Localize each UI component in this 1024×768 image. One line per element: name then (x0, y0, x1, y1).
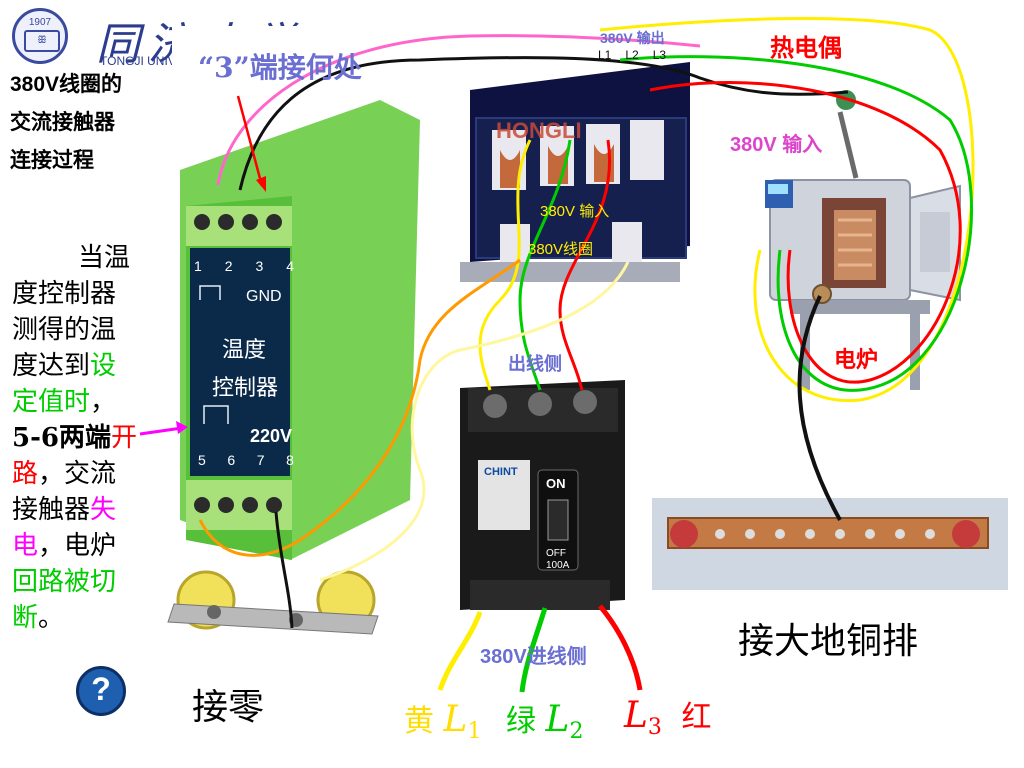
help-icon: ? (91, 671, 111, 707)
para-seg: 设 (90, 351, 117, 381)
phase-letter: L (545, 699, 570, 740)
sidebar-title-line: 380V线圈的 (10, 73, 123, 96)
contactor-terminals: L1 L2 L3 (598, 48, 666, 62)
seal-year: 1907 (28, 17, 52, 28)
help-button[interactable]: ? (76, 666, 126, 716)
phase-l3: L3 红 (624, 692, 711, 740)
breaker-brand: CHINT (484, 466, 518, 478)
furnace-illustration (765, 90, 961, 390)
para-seg: ， (90, 387, 117, 417)
terminal-label: L3 (652, 48, 667, 62)
controller-terminal-bottom: 5 6 7 8 (198, 452, 294, 468)
sidebar-paragraph: 当温 度控制器 测得的温 度达到设 定值时， 5-6两端开 路，交流 接触器失 … (12, 240, 162, 636)
contactor-coil-label: 380V线圈 (528, 241, 594, 258)
phase-sub: 2 (569, 719, 584, 744)
contactor-input-label: 380V 输入 (540, 203, 610, 220)
para-line: 路，交流 (12, 456, 162, 492)
neutral-bar-illustration (167, 570, 379, 635)
para-seg: 回路被切 (12, 567, 117, 597)
controller-gnd-label: GND (246, 288, 282, 305)
phase-letter: L (443, 699, 468, 740)
thermocouple-label: 热电偶 (770, 35, 842, 62)
neutral-label: 接零 (192, 687, 265, 728)
para-seg: 当温 (78, 243, 131, 273)
breaker-out-label: 出线侧 (508, 354, 562, 374)
para-seg: 断 (12, 603, 39, 633)
input-380-label: 380V 输入 (730, 134, 823, 156)
para-line: 接触器失 (12, 492, 162, 528)
title-mask (172, 26, 998, 78)
temperature-controller-illustration (180, 100, 420, 560)
circuit-breaker-illustration (460, 380, 625, 610)
contactor-illustration (460, 62, 690, 282)
phase-color-word: 红 (681, 700, 712, 735)
para-line: 当温 (12, 240, 162, 276)
terminal-label: L2 (625, 48, 639, 62)
contactor-brand: HONGLI (496, 118, 582, 143)
para-seg: 路 (12, 459, 39, 489)
para-line: 定值时， (12, 384, 162, 420)
furnace-label: 电炉 (834, 347, 879, 372)
para-seg: 。 (38, 603, 65, 633)
phase-l2: 绿 L2 (506, 696, 583, 744)
terminal-label: 1 (194, 258, 202, 274)
controller-name-line1: 温度 (222, 338, 267, 363)
phase-sub: 1 (467, 719, 482, 744)
para-seg: 失 (90, 495, 117, 525)
para-line: 度控制器 (12, 276, 162, 312)
terminal-label: 7 (256, 452, 265, 468)
para-seg: 度达到 (12, 351, 91, 381)
callout-question: “3”端接何处 (198, 51, 362, 84)
sidebar-title-line: 交流接触器 (10, 111, 115, 134)
ground-bar-label: 接大地铜排 (738, 621, 919, 662)
terminal-label: 6 (227, 452, 236, 468)
para-line: 度达到设 (12, 348, 162, 384)
breaker-in-label: 380V进线侧 (480, 646, 587, 668)
para-seg: 测得的温 (12, 315, 117, 345)
para-seg: 定值时 (12, 387, 91, 417)
ground-bar-illustration (652, 498, 1008, 590)
breaker-on-label: ON (546, 476, 566, 491)
terminal-label: 4 (286, 258, 294, 274)
para-line: 5-6两端开 (12, 420, 162, 456)
phase-color-word: 绿 (506, 704, 536, 739)
contactor-output-tag: 380V 输出 (600, 30, 665, 46)
phase-sub: 3 (647, 715, 662, 740)
breaker-rating-label: 100A (546, 560, 570, 571)
seal-monogram: ꕥ (24, 30, 60, 52)
para-seg: 度控制器 (12, 279, 117, 309)
para-seg: 电 (12, 531, 39, 561)
controller-voltage: 220V (250, 426, 293, 446)
university-seal-logo: 1907 ꕥ (12, 8, 68, 64)
terminal-label: 2 (224, 258, 233, 274)
controller-name-line2: 控制器 (212, 376, 279, 401)
terminal-label: 3 (255, 258, 264, 274)
sidebar-title-line: 连接过程 (10, 149, 94, 172)
phase-letter: L (624, 695, 648, 736)
para-line: 回路被切 (12, 564, 162, 600)
para-seg: 5-6两端 (12, 423, 111, 453)
terminal-label: 8 (286, 452, 294, 468)
phase-l1: 黄 L1 (404, 696, 481, 744)
sidebar-title: 380V线圈的 交流接触器 连接过程 (10, 66, 160, 180)
para-seg: 开 (110, 423, 137, 453)
para-line: 测得的温 (12, 312, 162, 348)
phase-color-word: 黄 (404, 704, 434, 739)
para-seg: ，电炉 (38, 531, 117, 561)
para-seg: ，交流 (38, 459, 117, 489)
controller-terminal-top: 1 2 3 4 (194, 258, 294, 274)
terminal-label: L1 (598, 48, 612, 62)
terminal-label: 5 (198, 452, 206, 468)
breaker-off-label: OFF (546, 548, 566, 559)
para-line: 电，电炉 (12, 528, 162, 564)
para-line: 断。 (12, 600, 162, 636)
para-seg: 接触器 (12, 495, 91, 525)
